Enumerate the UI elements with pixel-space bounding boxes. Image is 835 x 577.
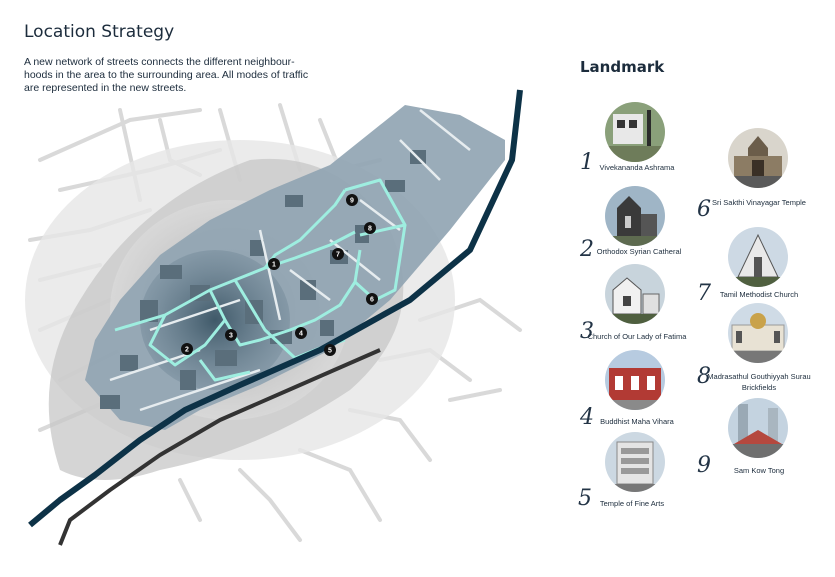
marker-9[interactable]: 9 xyxy=(346,194,358,206)
landmark-photo-1 xyxy=(605,102,665,162)
landmark-photo-5 xyxy=(605,432,665,492)
svg-text:5: 5 xyxy=(328,348,332,355)
landmark-name-2: Orthodox Syrian Catheral xyxy=(596,247,682,256)
marker-8[interactable]: 8 xyxy=(364,222,376,234)
landmark-photo-2 xyxy=(605,186,665,246)
landmark-name-7: Tamil Methodist Church xyxy=(719,290,799,299)
main-road xyxy=(58,348,381,546)
new-street-network xyxy=(114,178,407,382)
marker-5[interactable]: 5 xyxy=(324,344,336,356)
landmark-photo-4 xyxy=(605,350,665,410)
landmark-photo-6 xyxy=(728,128,788,188)
page-description: A new network of streets connects the di… xyxy=(24,56,309,94)
landmark-name-5: Temple of Fine Arts xyxy=(599,499,665,508)
landmark-name-9: Sam Kow Tong xyxy=(733,466,785,475)
svg-text:4: 4 xyxy=(299,331,303,338)
map-markers: 1 2 3 4 5 6 7 8 9 xyxy=(181,194,378,356)
district-streets xyxy=(109,109,471,412)
svg-text:3: 3 xyxy=(229,333,233,340)
landmark-number-3: 3 xyxy=(580,319,594,344)
landmark-number-9: 9 xyxy=(697,453,711,478)
landmark-number-8: 8 xyxy=(697,364,711,389)
svg-text:2: 2 xyxy=(185,347,189,354)
landmark-photo-8 xyxy=(728,303,788,363)
landmark-number-5: 5 xyxy=(578,486,592,511)
landmark-name-1: Vivekananda Ashrama xyxy=(599,163,675,172)
landmark-number-4: 4 xyxy=(580,405,594,430)
svg-text:8: 8 xyxy=(368,226,372,233)
svg-text:6: 6 xyxy=(370,297,374,304)
landmark-number-1: 1 xyxy=(580,150,594,175)
district-core xyxy=(140,250,290,390)
marker-1[interactable]: 1 xyxy=(268,258,280,270)
landmark-photo-9 xyxy=(728,398,788,458)
marker-6[interactable]: 6 xyxy=(366,293,378,305)
landmark-photo-7 xyxy=(728,227,788,287)
river xyxy=(28,89,523,528)
landmark-photo-3 xyxy=(605,264,665,324)
marker-4[interactable]: 4 xyxy=(295,327,307,339)
landmark-name-6: Sri Sakthi Vinayagar Temple xyxy=(712,198,806,207)
landmark-number-6: 6 xyxy=(697,197,711,222)
marker-3[interactable]: 3 xyxy=(225,329,237,341)
svg-text:7: 7 xyxy=(336,252,340,259)
page-title: Location Strategy xyxy=(24,22,175,42)
landmark-number-2: 2 xyxy=(580,237,594,262)
landmark-number-7: 7 xyxy=(697,281,711,306)
landmark-name-4: Buddhist Maha Vihara xyxy=(600,417,674,426)
landmark-title: Landmark xyxy=(580,58,665,76)
marker-2[interactable]: 2 xyxy=(181,343,193,355)
svg-text:9: 9 xyxy=(350,198,354,205)
landmark-name-8: Madrasathul Gouthiyyah Surau Brickfields xyxy=(707,372,811,392)
svg-text:1: 1 xyxy=(272,262,276,269)
location-map: 1 2 3 4 5 6 7 8 9 xyxy=(25,89,523,546)
marker-7[interactable]: 7 xyxy=(332,248,344,260)
landmark-name-3: Church of Our Lady of Fatima xyxy=(587,332,687,341)
